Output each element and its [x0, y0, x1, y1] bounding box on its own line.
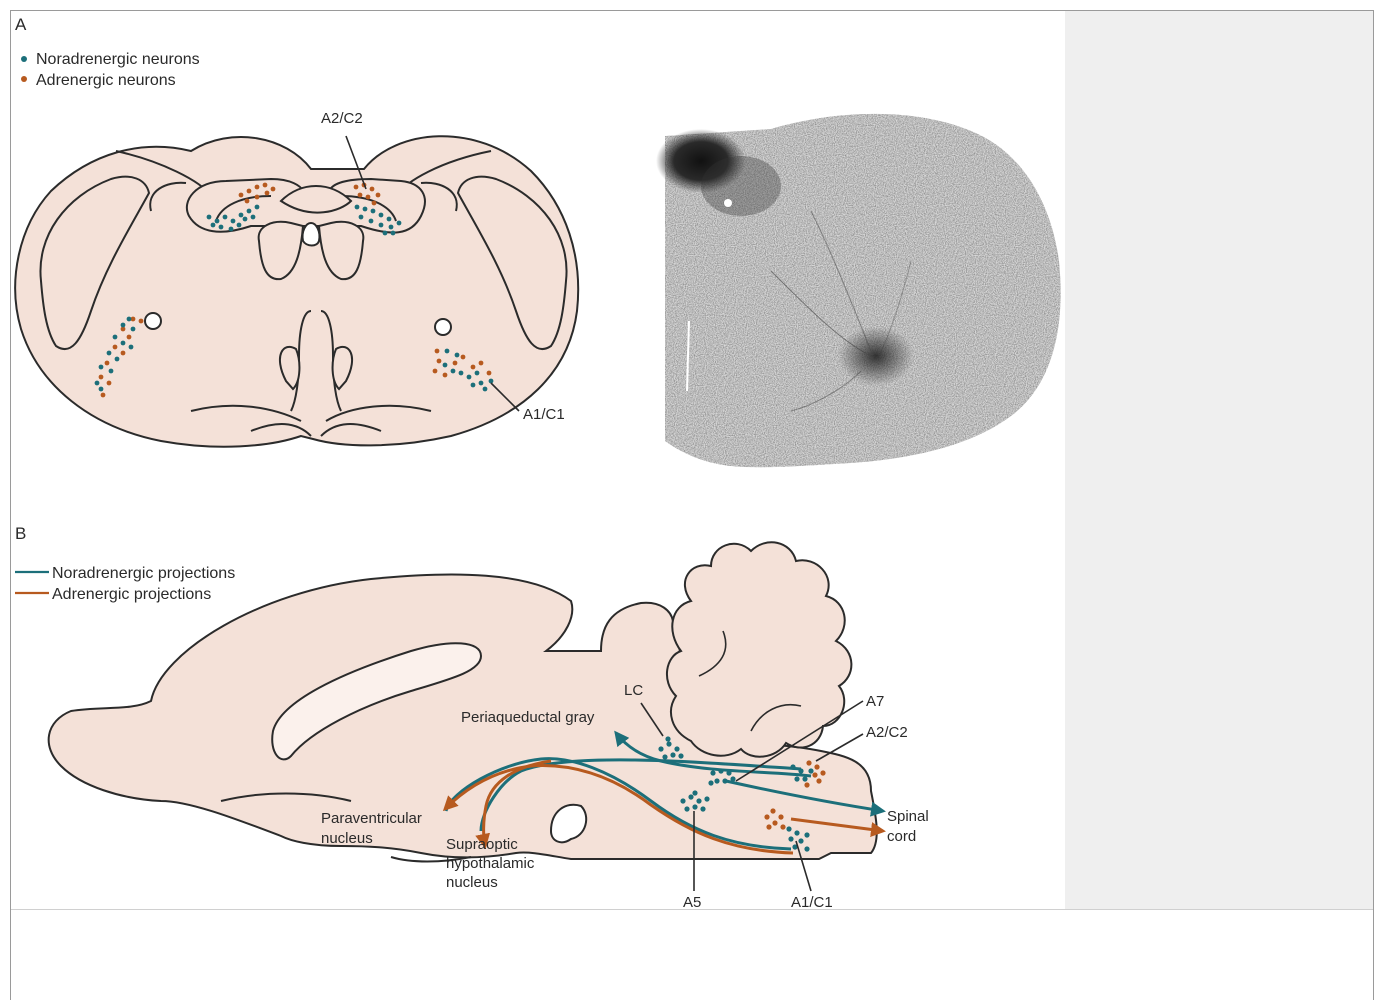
- noradrenergic-neuron-legend-dot: [21, 56, 27, 62]
- figure-svg: A Noradrenergic neurons Adrenergic neuro…: [11, 11, 1065, 909]
- label-supraoptic-nucleus: nucleus: [446, 874, 498, 891]
- label-cord: cord: [887, 828, 916, 845]
- panel-b-letter: B: [15, 524, 26, 543]
- legend-adrenergic-neurons: Adrenergic neurons: [36, 72, 176, 89]
- label-hypothalamic: hypothalamic: [446, 855, 535, 872]
- panel-a-letter: A: [15, 15, 27, 34]
- label-a2c2-panel-b: A2/C2: [866, 724, 908, 741]
- label-a5: A5: [683, 894, 701, 909]
- label-lc: LC: [624, 682, 643, 699]
- label-a1c1-panel-b: A1/C1: [791, 894, 833, 909]
- legend-noradrenergic-projections: Noradrenergic projections: [52, 565, 235, 582]
- label-supraoptic: Supraoptic: [446, 836, 518, 853]
- label-periaqueductal-gray: Periaqueductal gray: [461, 709, 595, 726]
- label-paraventricular: Paraventricular: [321, 810, 422, 827]
- side-panel: [1065, 11, 1373, 909]
- label-paraventricular-nucleus: nucleus: [321, 830, 373, 847]
- medulla-cross-section: [15, 136, 578, 447]
- label-a7: A7: [866, 693, 884, 710]
- legend-adrenergic-projections: Adrenergic projections: [52, 586, 211, 603]
- label-a2c2-panel-a: A2/C2: [321, 110, 363, 127]
- label-spinal: Spinal: [887, 808, 929, 825]
- legend-noradrenergic-neurons: Noradrenergic neurons: [36, 51, 200, 68]
- label-a1c1-panel-a: A1/C1: [523, 406, 565, 423]
- bottom-divider: [11, 909, 1373, 910]
- figure-area: A Noradrenergic neurons Adrenergic neuro…: [11, 11, 1065, 909]
- adrenergic-neuron-legend-dot: [21, 76, 27, 82]
- cerebellum: [667, 542, 851, 756]
- panel-b-legend: Noradrenergic projections Adrenergic pro…: [15, 565, 235, 603]
- medulla-section-micrograph: [656, 114, 1061, 467]
- panel-a-legend: Noradrenergic neurons Adrenergic neurons: [21, 51, 200, 89]
